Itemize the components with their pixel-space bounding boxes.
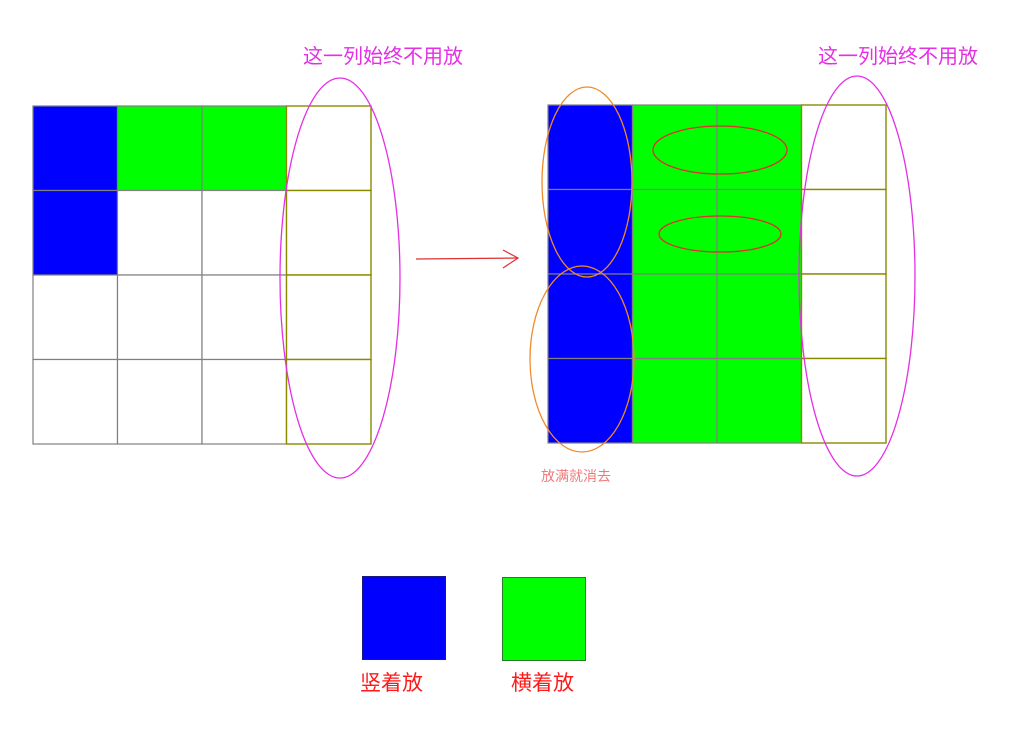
legend-label-horizontal: 横着放 [511,671,574,695]
before-cell-0-2-horizontal [201,105,288,192]
before-cell-1-1-empty [116,189,203,276]
arrow-icon [415,249,520,269]
after-cell-3-1-horizontal [631,357,718,444]
before-cell-0-1-horizontal [116,105,203,192]
grid-after [547,104,887,444]
grid-before [32,105,372,445]
before-cell-2-3-empty [285,274,372,361]
vertical-piece-ellipse-top [541,86,633,278]
after-cell-2-1-horizontal [631,273,718,360]
before-cell-3-2-empty [201,358,288,445]
after-cell-1-1-horizontal [631,188,718,275]
after-cell-1-3-empty [800,188,887,275]
unused-column-note-right: 这一列始终不用放 [818,44,978,68]
vertical-piece-ellipse-bottom [529,265,635,453]
after-cell-2-0-vertical [547,273,634,360]
before-cell-1-3-empty [285,189,372,276]
before-cell-0-3-empty [285,105,372,192]
horizontal-piece-ellipse-middle [658,215,782,253]
unused-column-note-left: 这一列始终不用放 [303,44,463,68]
before-cell-1-0-vertical [32,189,119,276]
legend-swatch-horizontal [502,577,586,661]
after-cell-2-2-horizontal [716,273,803,360]
legend-label-vertical: 竖着放 [360,671,423,695]
before-cell-2-1-empty [116,274,203,361]
unused-column-ellipse-right [798,75,916,477]
before-cell-2-0-empty [32,274,119,361]
after-cell-1-2-horizontal [716,188,803,275]
legend-swatch-vertical [362,576,446,660]
after-cell-3-0-vertical [547,357,634,444]
after-cell-0-2-horizontal [716,104,803,191]
clear-note: 放满就消去 [541,469,611,485]
before-cell-1-2-empty [201,189,288,276]
after-cell-3-2-horizontal [716,357,803,444]
before-cell-2-2-empty [201,274,288,361]
after-cell-3-3-empty [800,357,887,444]
before-cell-3-1-empty [116,358,203,445]
after-cell-0-0-vertical [547,104,634,191]
horizontal-piece-ellipse-top [652,125,788,175]
before-cell-3-0-empty [32,358,119,445]
after-cell-2-3-empty [800,273,887,360]
before-cell-3-3-empty [285,358,372,445]
unused-column-ellipse-left [279,77,401,479]
before-cell-0-0-vertical [32,105,119,192]
after-cell-0-3-empty [800,104,887,191]
after-cell-0-1-horizontal [631,104,718,191]
after-cell-1-0-vertical [547,188,634,275]
